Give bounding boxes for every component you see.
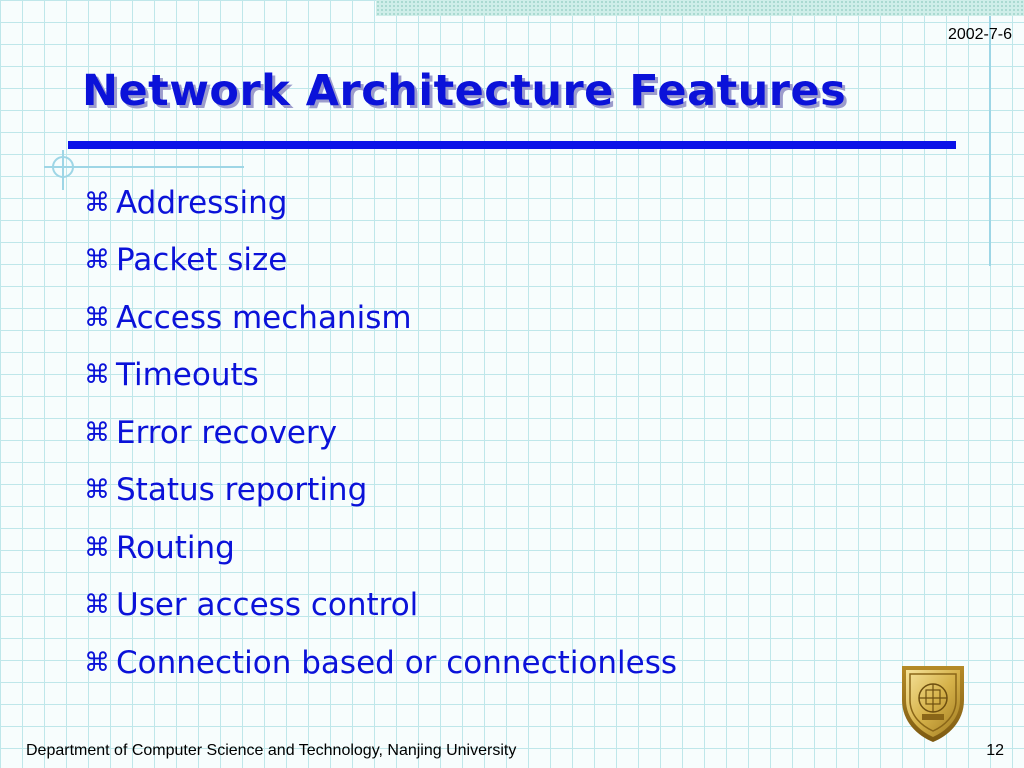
command-key-icon: ⌘ (84, 647, 110, 678)
university-crest-icon (902, 666, 964, 742)
footer-department: Department of Computer Science and Techn… (26, 742, 517, 759)
list-item: ⌘ Status reporting (84, 462, 677, 520)
command-key-icon: ⌘ (84, 532, 110, 563)
bullet-text: Access mechanism (116, 299, 412, 336)
bullet-text: Packet size (116, 242, 288, 279)
list-item: ⌘ Error recovery (84, 404, 677, 462)
command-key-icon: ⌘ (84, 245, 110, 276)
page-number: 12 (986, 742, 1004, 759)
bullet-text: Status reporting (116, 472, 368, 509)
bullet-text: Connection based or connectionless (116, 644, 678, 681)
bullet-text: Routing (116, 529, 235, 566)
slide-title: Network Architecture Features (82, 66, 847, 116)
command-key-icon: ⌘ (84, 360, 110, 391)
left-decorative-line (44, 166, 244, 168)
slide-date: 2002-7-6 (947, 26, 1012, 43)
top-decorative-band (376, 0, 1024, 16)
list-item: ⌘ Timeouts (84, 347, 677, 405)
bullet-list: ⌘ Addressing ⌘ Packet size ⌘ Access mech… (84, 174, 677, 692)
bullet-text: Timeouts (116, 357, 259, 394)
list-item: ⌘ User access control (84, 577, 677, 635)
list-item: ⌘ Routing (84, 519, 677, 577)
command-key-icon: ⌘ (84, 187, 110, 218)
list-item: ⌘ Addressing (84, 174, 677, 232)
list-item: ⌘ Packet size (84, 232, 677, 290)
bullet-text: User access control (116, 587, 419, 624)
list-item: ⌘ Access mechanism (84, 289, 677, 347)
command-key-icon: ⌘ (84, 590, 110, 621)
bullet-text: Addressing (116, 184, 288, 221)
bullet-text: Error recovery (116, 414, 338, 451)
command-key-icon: ⌘ (84, 302, 110, 333)
right-decorative-line (989, 16, 991, 266)
list-item: ⌘ Connection based or connectionless (84, 634, 677, 692)
left-decorative-circle (52, 156, 74, 178)
command-key-icon: ⌘ (84, 417, 110, 448)
command-key-icon: ⌘ (84, 475, 110, 506)
title-underline (68, 141, 956, 149)
